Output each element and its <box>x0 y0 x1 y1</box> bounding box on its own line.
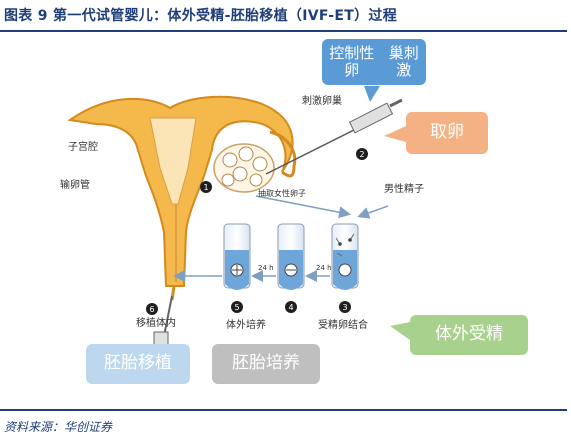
step-6-number: 6 <box>149 305 154 314</box>
label-oviduct: 输卵管 <box>60 178 90 191</box>
label-uterus: 子宫腔 <box>68 140 98 153</box>
callout-embryo-transfer: 胚胎移植 <box>86 344 190 384</box>
label-stimulate: 刺激卵巢 <box>302 94 342 107</box>
callout-ovarian-stimulation: 控制性卵巢刺激 <box>322 39 426 85</box>
label-culture: 体外培养 <box>226 318 266 331</box>
label-extract: 抽取女性卵子 <box>258 188 306 198</box>
step-1-number: 1 <box>203 183 208 192</box>
label-time-a: 24 h <box>316 264 332 272</box>
callout-embryo-culture: 胚胎培养 <box>212 344 320 384</box>
tube-culture-1 <box>277 223 305 290</box>
step-2-number: 2 <box>359 150 364 159</box>
label-fertilize: 受精卵结合 <box>318 318 368 331</box>
title-rule <box>0 30 567 32</box>
ivf-diagram: 1 2 3 4 5 6 子宫腔 输卵管 刺激卵巢 抽取女性卵子 男性精子 受精卵… <box>60 86 424 355</box>
label-sperm: 男性精子 <box>384 182 424 195</box>
callout-pointers <box>364 86 410 340</box>
culture-tubes <box>223 223 359 290</box>
label-transfer: 移植体内 <box>136 316 176 329</box>
uterus-illustration <box>67 95 297 301</box>
callout-ivf: 体外受精 <box>410 315 528 355</box>
tube-fertilization <box>331 223 359 290</box>
step-badges: 1 2 3 4 5 6 <box>146 148 368 315</box>
flow-arrows <box>173 195 389 282</box>
step-3-number: 3 <box>342 303 347 312</box>
figure-source: 资料来源：华创证券 <box>4 420 113 434</box>
retrieval-syringe <box>265 98 403 175</box>
step-5-number: 5 <box>234 303 239 312</box>
ovary-eggs <box>213 143 275 193</box>
tube-culture-2 <box>223 223 251 290</box>
illustration-labels: 子宫腔 输卵管 刺激卵巢 抽取女性卵子 男性精子 受精卵结合 体外培养 移植体内… <box>60 94 424 331</box>
step-4-number: 4 <box>288 303 293 312</box>
label-time-b: 24 h <box>258 264 274 272</box>
figure-title: 图表 9 第一代试管婴儿：体外受精-胚胎移植（IVF-ET）过程 <box>4 8 397 24</box>
source-rule <box>0 409 567 411</box>
callout-egg-retrieval: 取卵 <box>406 112 488 154</box>
